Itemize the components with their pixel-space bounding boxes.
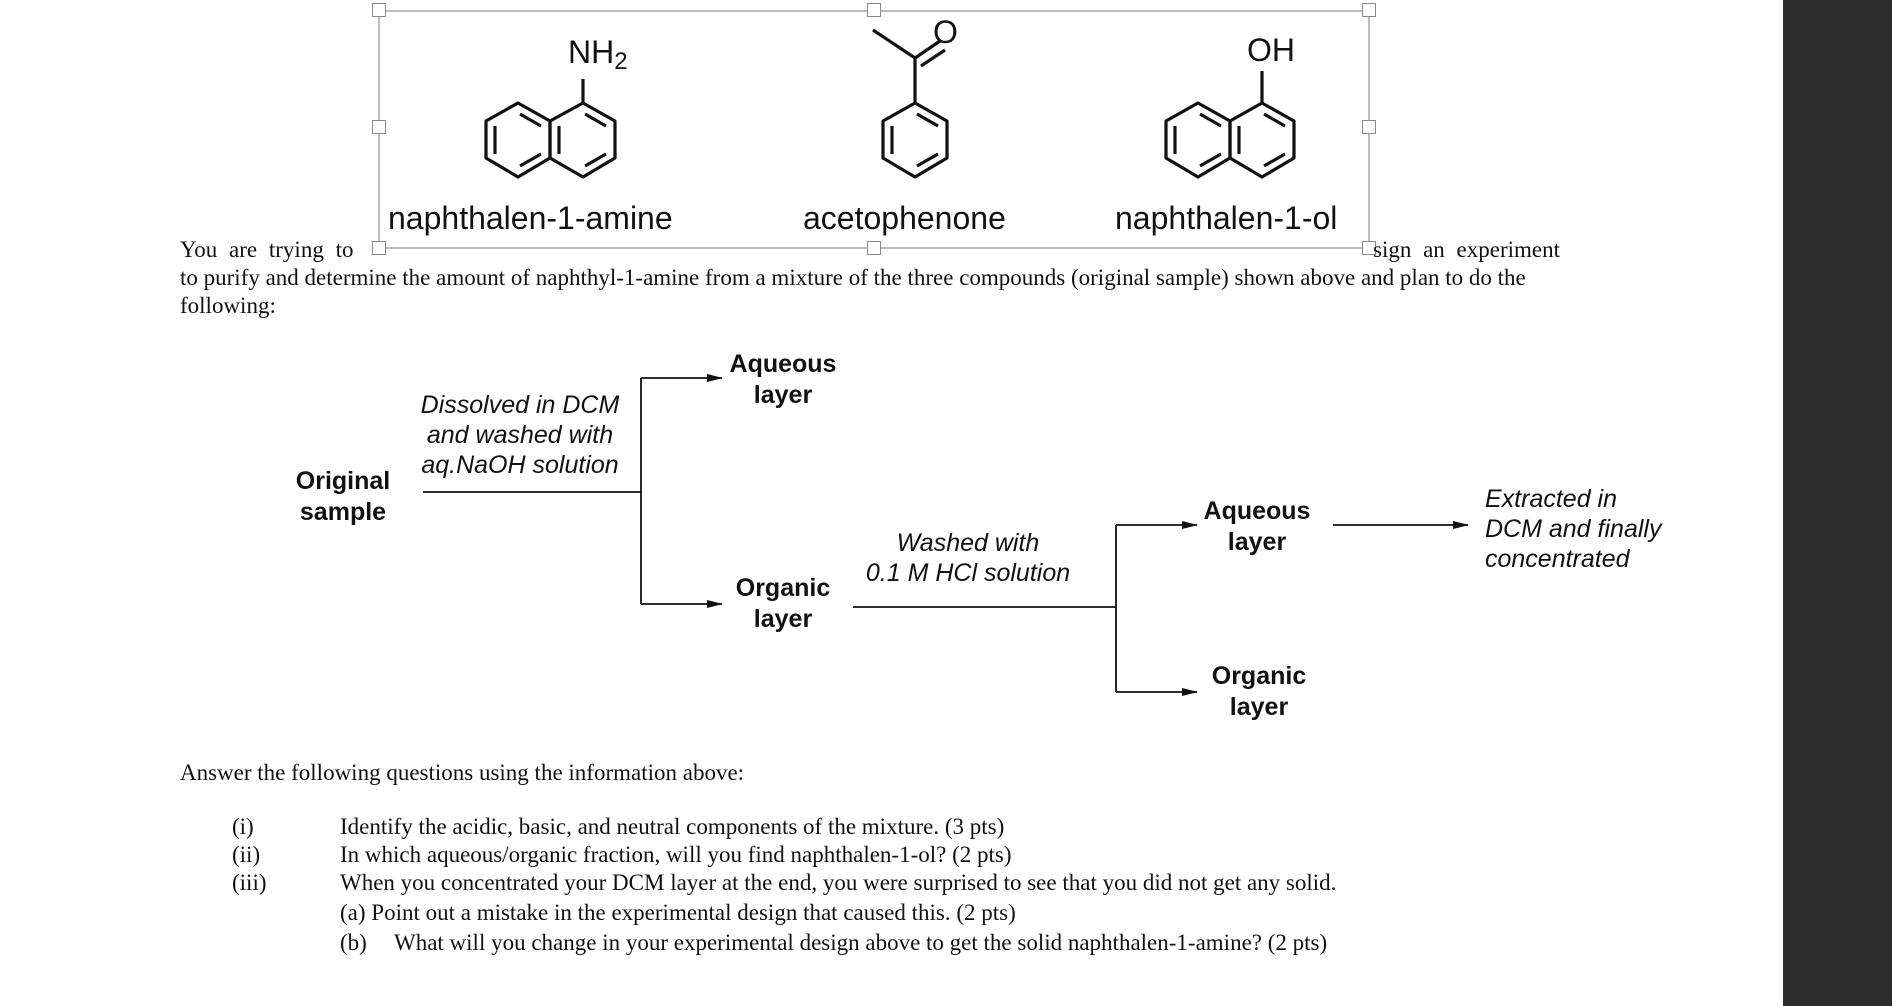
question-1-text: Identify the acidic, basic, and neutral … bbox=[340, 814, 1005, 839]
intro-line-1-start: You are trying to bbox=[180, 237, 354, 262]
intro-line-1-end: sign an experiment bbox=[1373, 237, 1561, 262]
resize-handle-middle-left[interactable] bbox=[372, 120, 386, 134]
dark-side-panel bbox=[1783, 0, 1892, 1006]
acetophenone-name: acetophenone bbox=[803, 200, 1006, 236]
carbonyl-oxygen-label: O bbox=[933, 14, 958, 50]
naphthalen-1-amine-structure bbox=[484, 79, 617, 179]
question-3-text: When you concentrated your DCM layer at … bbox=[340, 870, 1337, 895]
amine-group-label: NH2 bbox=[568, 34, 628, 75]
questions-header: Answer the following questions using the… bbox=[180, 760, 745, 785]
intro-line-2: to purify and determine the amount of na… bbox=[180, 265, 1526, 290]
question-3b-label: (b) bbox=[340, 930, 367, 955]
question-3b-text: What will you change in your experimenta… bbox=[394, 930, 1328, 955]
resize-handle-bottom-right[interactable] bbox=[1362, 241, 1376, 255]
naphthalen-1-amine-name: naphthalen-1-amine bbox=[388, 200, 673, 236]
intro-line-3: following: bbox=[180, 293, 276, 318]
naphthalen-1-ol-structure bbox=[1164, 71, 1296, 179]
flow-diagram-lines bbox=[423, 374, 1469, 696]
naphthalen-1-ol-name: naphthalen-1-ol bbox=[1115, 200, 1338, 236]
question-1-number: (i) bbox=[232, 814, 254, 839]
acetophenone-structure bbox=[872, 28, 949, 179]
resize-handle-top-center[interactable] bbox=[867, 3, 881, 17]
structures-image[interactable]: NH2 O OH naphthalen-1-amine acetophenone… bbox=[372, 0, 1376, 255]
question-2-number: (ii) bbox=[232, 842, 261, 867]
document-page: NH2 O OH naphthalen-1-amine acetophenone… bbox=[180, 0, 1662, 955]
resize-handle-top-right[interactable] bbox=[1362, 3, 1376, 17]
question-3a-text: (a) Point out a mistake in the experimen… bbox=[340, 900, 1016, 925]
question-3-number: (iii) bbox=[232, 870, 267, 895]
resize-handle-bottom-left[interactable] bbox=[372, 241, 386, 255]
hydroxyl-group-label: OH bbox=[1247, 32, 1295, 68]
resize-handle-middle-right[interactable] bbox=[1362, 120, 1376, 134]
resize-handle-top-left[interactable] bbox=[372, 3, 386, 17]
resize-handle-bottom-center[interactable] bbox=[867, 241, 881, 255]
question-2-text: In which aqueous/organic fraction, will … bbox=[340, 842, 1012, 867]
